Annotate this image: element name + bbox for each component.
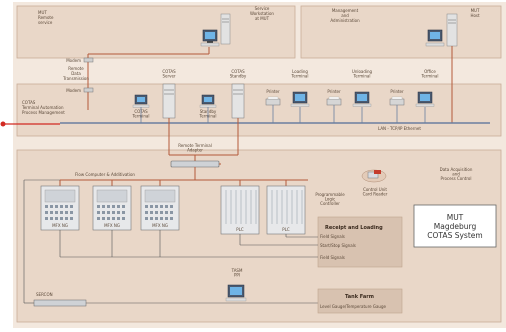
card-reader-icon [361, 169, 387, 183]
label-sercon: SERCON [36, 292, 53, 297]
sercon-box [33, 299, 87, 307]
title-line-2: Magdeburg [434, 222, 477, 231]
receipt-item-1: Field Signals [320, 234, 345, 239]
cotas-standby-icon [231, 83, 245, 119]
label-mfx-1: MFX NG [52, 223, 68, 228]
label-printer-1: Printer [266, 89, 280, 94]
tank-farm-box [317, 288, 403, 314]
label-flow-computer: Flow Computer & Additivation [75, 172, 135, 177]
tank-farm-pc-icon [225, 284, 247, 302]
label-mfx-3: MFX NG [152, 223, 168, 228]
unloading-terminal-icon [352, 91, 372, 107]
standby-terminal-icon [199, 94, 217, 108]
title-line-1: MUT [447, 213, 464, 222]
printer-3-icon [389, 96, 405, 106]
label-plc-2: PLC [282, 227, 290, 232]
label-mfx-2: MFX NG [104, 223, 120, 228]
label-modem-bottom: Modem [66, 88, 81, 93]
label-lan: LAN - TCP/IP Ethernet [378, 126, 421, 131]
tank-farm-item: Level Gauge/Temperature Gauge [320, 304, 386, 309]
mfx-ng-unit-3 [140, 185, 180, 231]
receipt-loading-title: Receipt and Loading [325, 225, 383, 231]
pointer-dot [0, 121, 6, 127]
title-line-3: COTAS System [427, 231, 482, 240]
label-plc-1: PLC [236, 227, 244, 232]
service-workstation-icon [200, 13, 231, 47]
receipt-item-3: Field Signals [320, 255, 345, 260]
remote-terminal-adapter [170, 160, 220, 168]
printer-1-icon [265, 96, 281, 106]
label-printer-3: Printer [390, 89, 404, 94]
cotas-terminal-icon [132, 94, 150, 108]
cotas-server-icon [162, 83, 176, 119]
zone-remote-service [16, 5, 296, 59]
modem-bottom-icon [83, 87, 94, 93]
label-printer-2: Printer [327, 89, 341, 94]
title-box [413, 204, 497, 248]
label-modem-top: Modem [66, 58, 81, 63]
office-terminal-icon [415, 91, 435, 107]
receipt-item-2: Start/Stop Signals [320, 243, 356, 248]
modem-top-icon [83, 57, 94, 63]
mfx-ng-unit-2 [92, 185, 132, 231]
loading-terminal-icon [290, 91, 310, 107]
plc-unit-1 [220, 185, 260, 235]
mfx-ng-unit-1 [40, 185, 80, 231]
zone-management [300, 5, 502, 59]
tank-farm-title: Tank Farm [345, 294, 374, 300]
receipt-loading-box [317, 216, 403, 268]
printer-2-icon [326, 96, 342, 106]
